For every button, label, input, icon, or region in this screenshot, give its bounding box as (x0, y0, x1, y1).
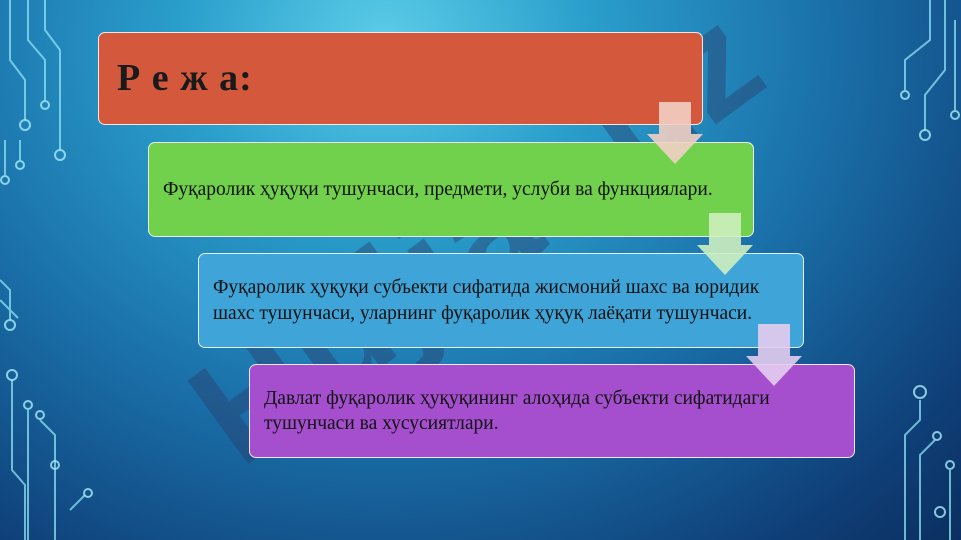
down-arrow-icon-2 (697, 213, 753, 275)
plan-item-2: Фуқаролик ҳуқуқи субъекти сифатида жисмо… (198, 253, 804, 348)
plan-item-3-text: Давлат фуқаролик ҳуқуқининг алоҳида субъ… (264, 387, 770, 434)
plan-item-1: Фуқаролик ҳуқуқи тушунчаси, предмети, ус… (148, 142, 754, 237)
slide-title: Р е ж а: (117, 56, 253, 99)
down-arrow-icon-3 (746, 324, 802, 386)
plan-item-3: Давлат фуқаролик ҳуқуқининг алоҳида субъ… (249, 364, 855, 458)
title-box: Р е ж а: (98, 32, 703, 125)
plan-item-2-text: Фуқаролик ҳуқуқи субъекти сифатида жисмо… (213, 277, 760, 324)
down-arrow-icon-1 (647, 102, 703, 164)
plan-item-1-text: Фуқаролик ҳуқуқи тушунчаси, предмети, ус… (163, 178, 713, 200)
